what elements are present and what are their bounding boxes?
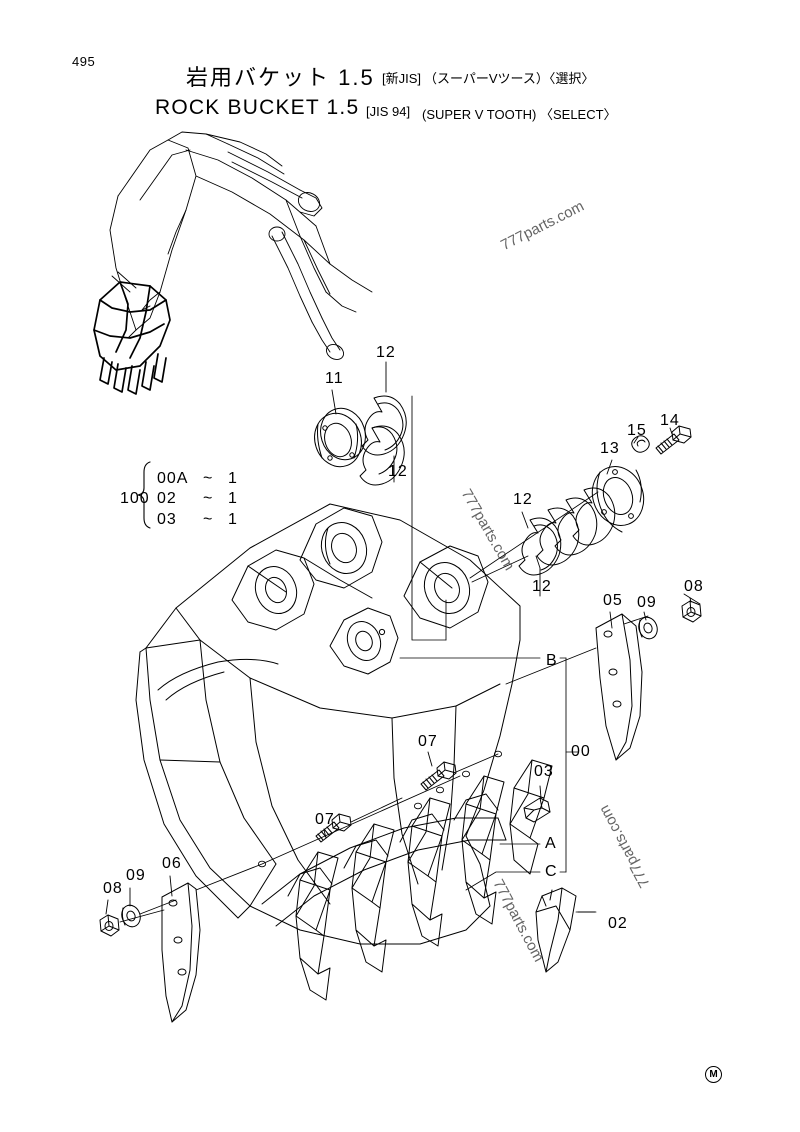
footer-m-mark: M: [705, 1066, 722, 1083]
part-12-shim-stack-right: [518, 487, 616, 597]
callout-15: 15: [627, 422, 647, 439]
part-14-bolt: [655, 425, 692, 455]
callout-14: 14: [660, 412, 680, 429]
leader-lines: [119, 395, 701, 923]
quantity-row-tilde-1: ~: [203, 490, 214, 507]
callout-05: 05: [603, 592, 623, 609]
part-07-bolt-lower: [315, 813, 352, 843]
title-english: ROCK BUCKET 1.5: [155, 96, 360, 119]
title-japanese-note: （スーパーVツース）〈選択〉: [424, 71, 595, 86]
part-07-bolt-upper: [420, 751, 457, 791]
quantity-row-qty-0: 1: [228, 470, 238, 487]
quantity-row-qty-1: 1: [228, 490, 238, 507]
callout-section-C: C: [545, 863, 558, 880]
quantity-row-item-1: 02: [157, 490, 177, 507]
callout-section-B: B: [546, 652, 558, 669]
callout-section-A: A: [545, 835, 557, 852]
callout-00-group: 00: [571, 743, 591, 760]
callout-06: 06: [162, 855, 182, 872]
part-05-side-cutter-right: [595, 611, 643, 761]
callout-11: 11: [325, 370, 344, 387]
excavator-inset-illustration: [93, 131, 373, 395]
callout-02: 02: [608, 915, 628, 932]
title-japanese: 岩用バケット 1.5: [186, 65, 375, 90]
bucket-mounting-bosses: [231, 507, 489, 675]
title-english-note: (SUPER V TOOTH) 〈SELECT〉: [422, 107, 617, 122]
callout-12-right-upper: 12: [513, 491, 533, 508]
page-number: 495: [72, 54, 96, 69]
part-11-bushing: [314, 389, 366, 468]
part-08-nut-right: [681, 597, 702, 623]
quantity-row-tilde-2: ~: [203, 511, 214, 528]
part-09-washer-left: [121, 887, 141, 928]
quantity-row-item-2: 03: [157, 511, 177, 528]
callout-08-right: 08: [684, 578, 704, 595]
quantity-row-tilde-0: ~: [203, 470, 214, 487]
title-japanese-jis: [新JIS]: [382, 71, 422, 86]
callout-12-right-lower: 12: [532, 578, 552, 595]
callout-12-lower: 12: [388, 463, 408, 480]
callout-08-left: 08: [103, 880, 123, 897]
callout-12-upper: 12: [376, 344, 396, 361]
callout-09-right: 09: [637, 594, 657, 611]
callout-09-left: 09: [126, 867, 146, 884]
bucket-teeth-assembly: [261, 759, 553, 1001]
part-15-washer: [631, 435, 650, 453]
bucket-body: [135, 503, 521, 945]
callout-07-upper: 07: [418, 733, 438, 750]
callout-13: 13: [600, 440, 620, 457]
part-02-tooth-point: [535, 887, 596, 973]
part-03-pin: [523, 785, 551, 823]
callout-03: 03: [534, 763, 554, 780]
title-english-jis: [JIS 94]: [366, 104, 411, 119]
quantity-row-item-0: 00A: [157, 470, 189, 487]
quantity-table-bracket: [137, 461, 151, 529]
part-09-washer-right: [638, 611, 658, 640]
callout-07-lower: 07: [315, 811, 335, 828]
part-06-side-cutter-left: [161, 875, 201, 1023]
part-13-flanged-bushing: [591, 459, 645, 533]
part-12-shims-upper: [359, 361, 407, 486]
quantity-row-qty-2: 1: [228, 511, 238, 528]
part-08-nut-left: [99, 899, 120, 937]
